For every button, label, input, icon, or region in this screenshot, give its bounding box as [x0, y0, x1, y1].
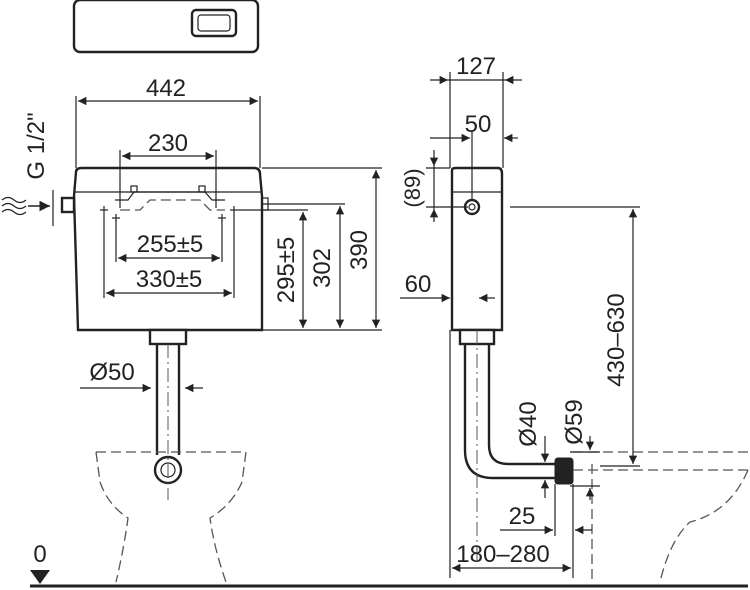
dim-wall-distance: 180–280 [449, 330, 574, 578]
dim-inlet-offset: (89) [400, 150, 468, 222]
dim-label-d50: Ø50 [89, 359, 134, 386]
dim-depth-top: 50 [430, 111, 518, 200]
flush-pipe-front [148, 328, 188, 500]
dim-height-inlet: 302 [262, 203, 345, 328]
toilet-bowl-front [95, 451, 247, 583]
dim-pipe-offset: 60 [400, 271, 495, 303]
dim-pipe-diameter-small: Ø40 [515, 401, 550, 498]
flush-pipe-side [463, 330, 574, 560]
dim-label-255: 255±5 [137, 231, 204, 258]
dim-height-total: 390 [262, 167, 382, 328]
dim-label-0: 0 [33, 541, 46, 568]
dim-label-d40: Ø40 [515, 401, 542, 446]
water-inlet-connector [60, 196, 76, 214]
dim-pipe-diameter-large: Ø59 [561, 399, 600, 500]
dim-label-230: 230 [148, 130, 188, 157]
dim-label-180-280: 180–280 [456, 541, 549, 568]
dim-width-total: 442 [75, 75, 261, 168]
mounting-hole-left [100, 206, 120, 222]
dim-height-range: 430–630 [510, 206, 640, 467]
floor-line: 0 [30, 541, 748, 588]
cistern-side-view [450, 166, 504, 346]
toilet-bowl-side [573, 451, 749, 583]
dim-depth-total: 127 [430, 53, 522, 168]
dim-label-442: 442 [146, 75, 186, 102]
floor-level-marker [30, 570, 50, 584]
dim-label-60: 60 [405, 271, 432, 298]
dim-label-330: 330±5 [136, 266, 203, 293]
dim-label-302: 302 [309, 248, 336, 288]
dim-inlet-thread: G 1/2" [23, 112, 50, 179]
dim-flush-pipe-diameter: Ø50 [80, 359, 203, 393]
dim-label-d59: Ø59 [561, 399, 588, 444]
dim-label-295: 295±5 [273, 237, 300, 304]
dim-label-430-630: 430–630 [603, 293, 630, 386]
dim-mount-spacing: 230 [119, 130, 217, 208]
dim-hole-spacing-outer: 330±5 [103, 214, 235, 298]
dim-pipe-length: 25 [500, 484, 592, 536]
dim-label-g12: G 1/2" [23, 112, 50, 179]
dim-height-holes: 295±5 [238, 209, 382, 331]
dim-hole-spacing-inner: 255±5 [115, 220, 223, 263]
dim-label-89: (89) [400, 168, 425, 207]
dim-label-127: 127 [456, 53, 496, 80]
cistern-lid-top-view [72, 0, 260, 54]
flush-button [190, 8, 238, 38]
dim-label-50: 50 [465, 111, 492, 138]
water-supply-arrow [1, 190, 54, 226]
dim-label-25: 25 [509, 503, 536, 530]
dim-label-390: 390 [346, 230, 373, 270]
